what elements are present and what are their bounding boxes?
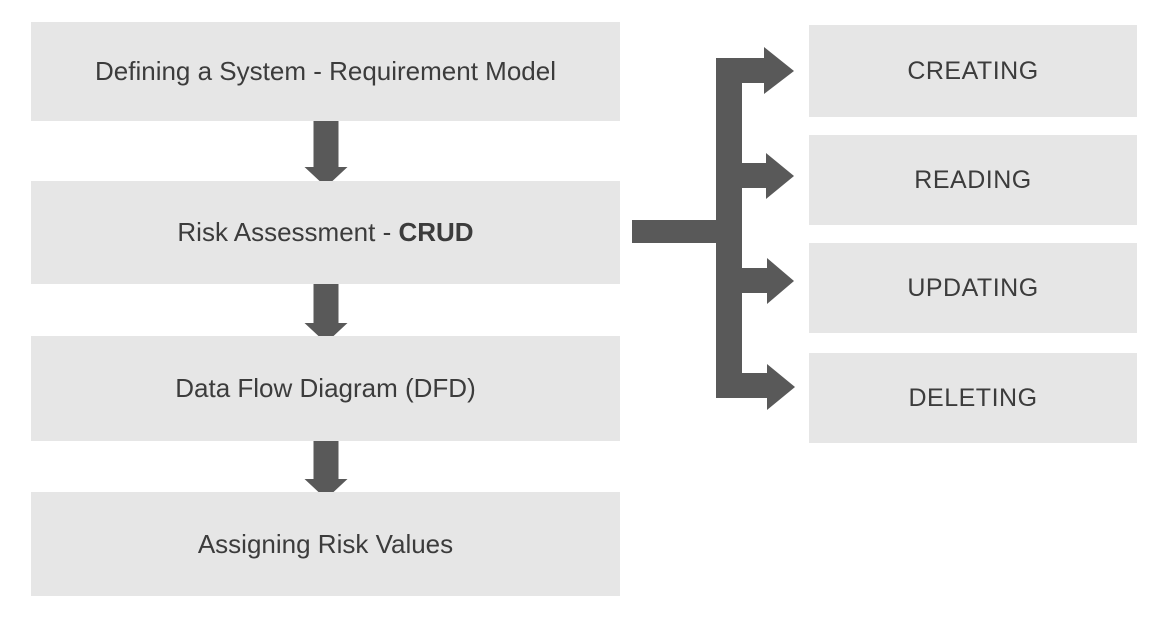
crud-item-label: READING (914, 165, 1032, 194)
crud-item-label: UPDATING (907, 273, 1039, 302)
down-arrow-step2-to-step3 (304, 281, 348, 343)
crud-item-creating: CREATING (809, 25, 1137, 117)
flow-step-risk-assessment: Risk Assessment - CRUD (31, 181, 620, 284)
crud-item-label: CREATING (907, 56, 1039, 85)
crud-bold-label: CRUD (398, 217, 474, 247)
flow-step-data-flow-diagram: Data Flow Diagram (DFD) (31, 336, 620, 441)
branch-arm-creating (716, 58, 764, 83)
branch-arrowhead-updating (767, 258, 794, 304)
down-arrow-step3-to-step4 (304, 438, 348, 499)
down-arrow-step1-to-step2 (304, 118, 348, 187)
crud-feeder-bar (632, 220, 742, 243)
crud-item-label: DELETING (908, 383, 1038, 412)
flow-step-label: Defining a System - Requirement Model (95, 56, 556, 86)
flow-step-label: Assigning Risk Values (197, 528, 454, 559)
branch-arrowhead-deleting (767, 364, 795, 410)
branch-arm-reading (742, 163, 766, 188)
branch-arrowhead-reading (766, 153, 794, 199)
flow-step-defining-system: Defining a System - Requirement Model (31, 22, 620, 121)
branch-arm-deleting (716, 373, 767, 398)
crud-item-updating: UPDATING (809, 243, 1137, 333)
flow-step-label: Risk Assessment - CRUD (177, 217, 474, 247)
crud-trunk (716, 58, 742, 398)
flow-step-assigning-risk-values: Assigning Risk Values (31, 492, 620, 596)
crud-item-reading: READING (809, 135, 1137, 225)
branch-arrowhead-creating (764, 47, 794, 94)
branch-arm-updating (742, 268, 767, 293)
crud-item-deleting: DELETING (809, 353, 1137, 443)
flow-step-label: Data Flow Diagram (DFD) (175, 373, 476, 403)
